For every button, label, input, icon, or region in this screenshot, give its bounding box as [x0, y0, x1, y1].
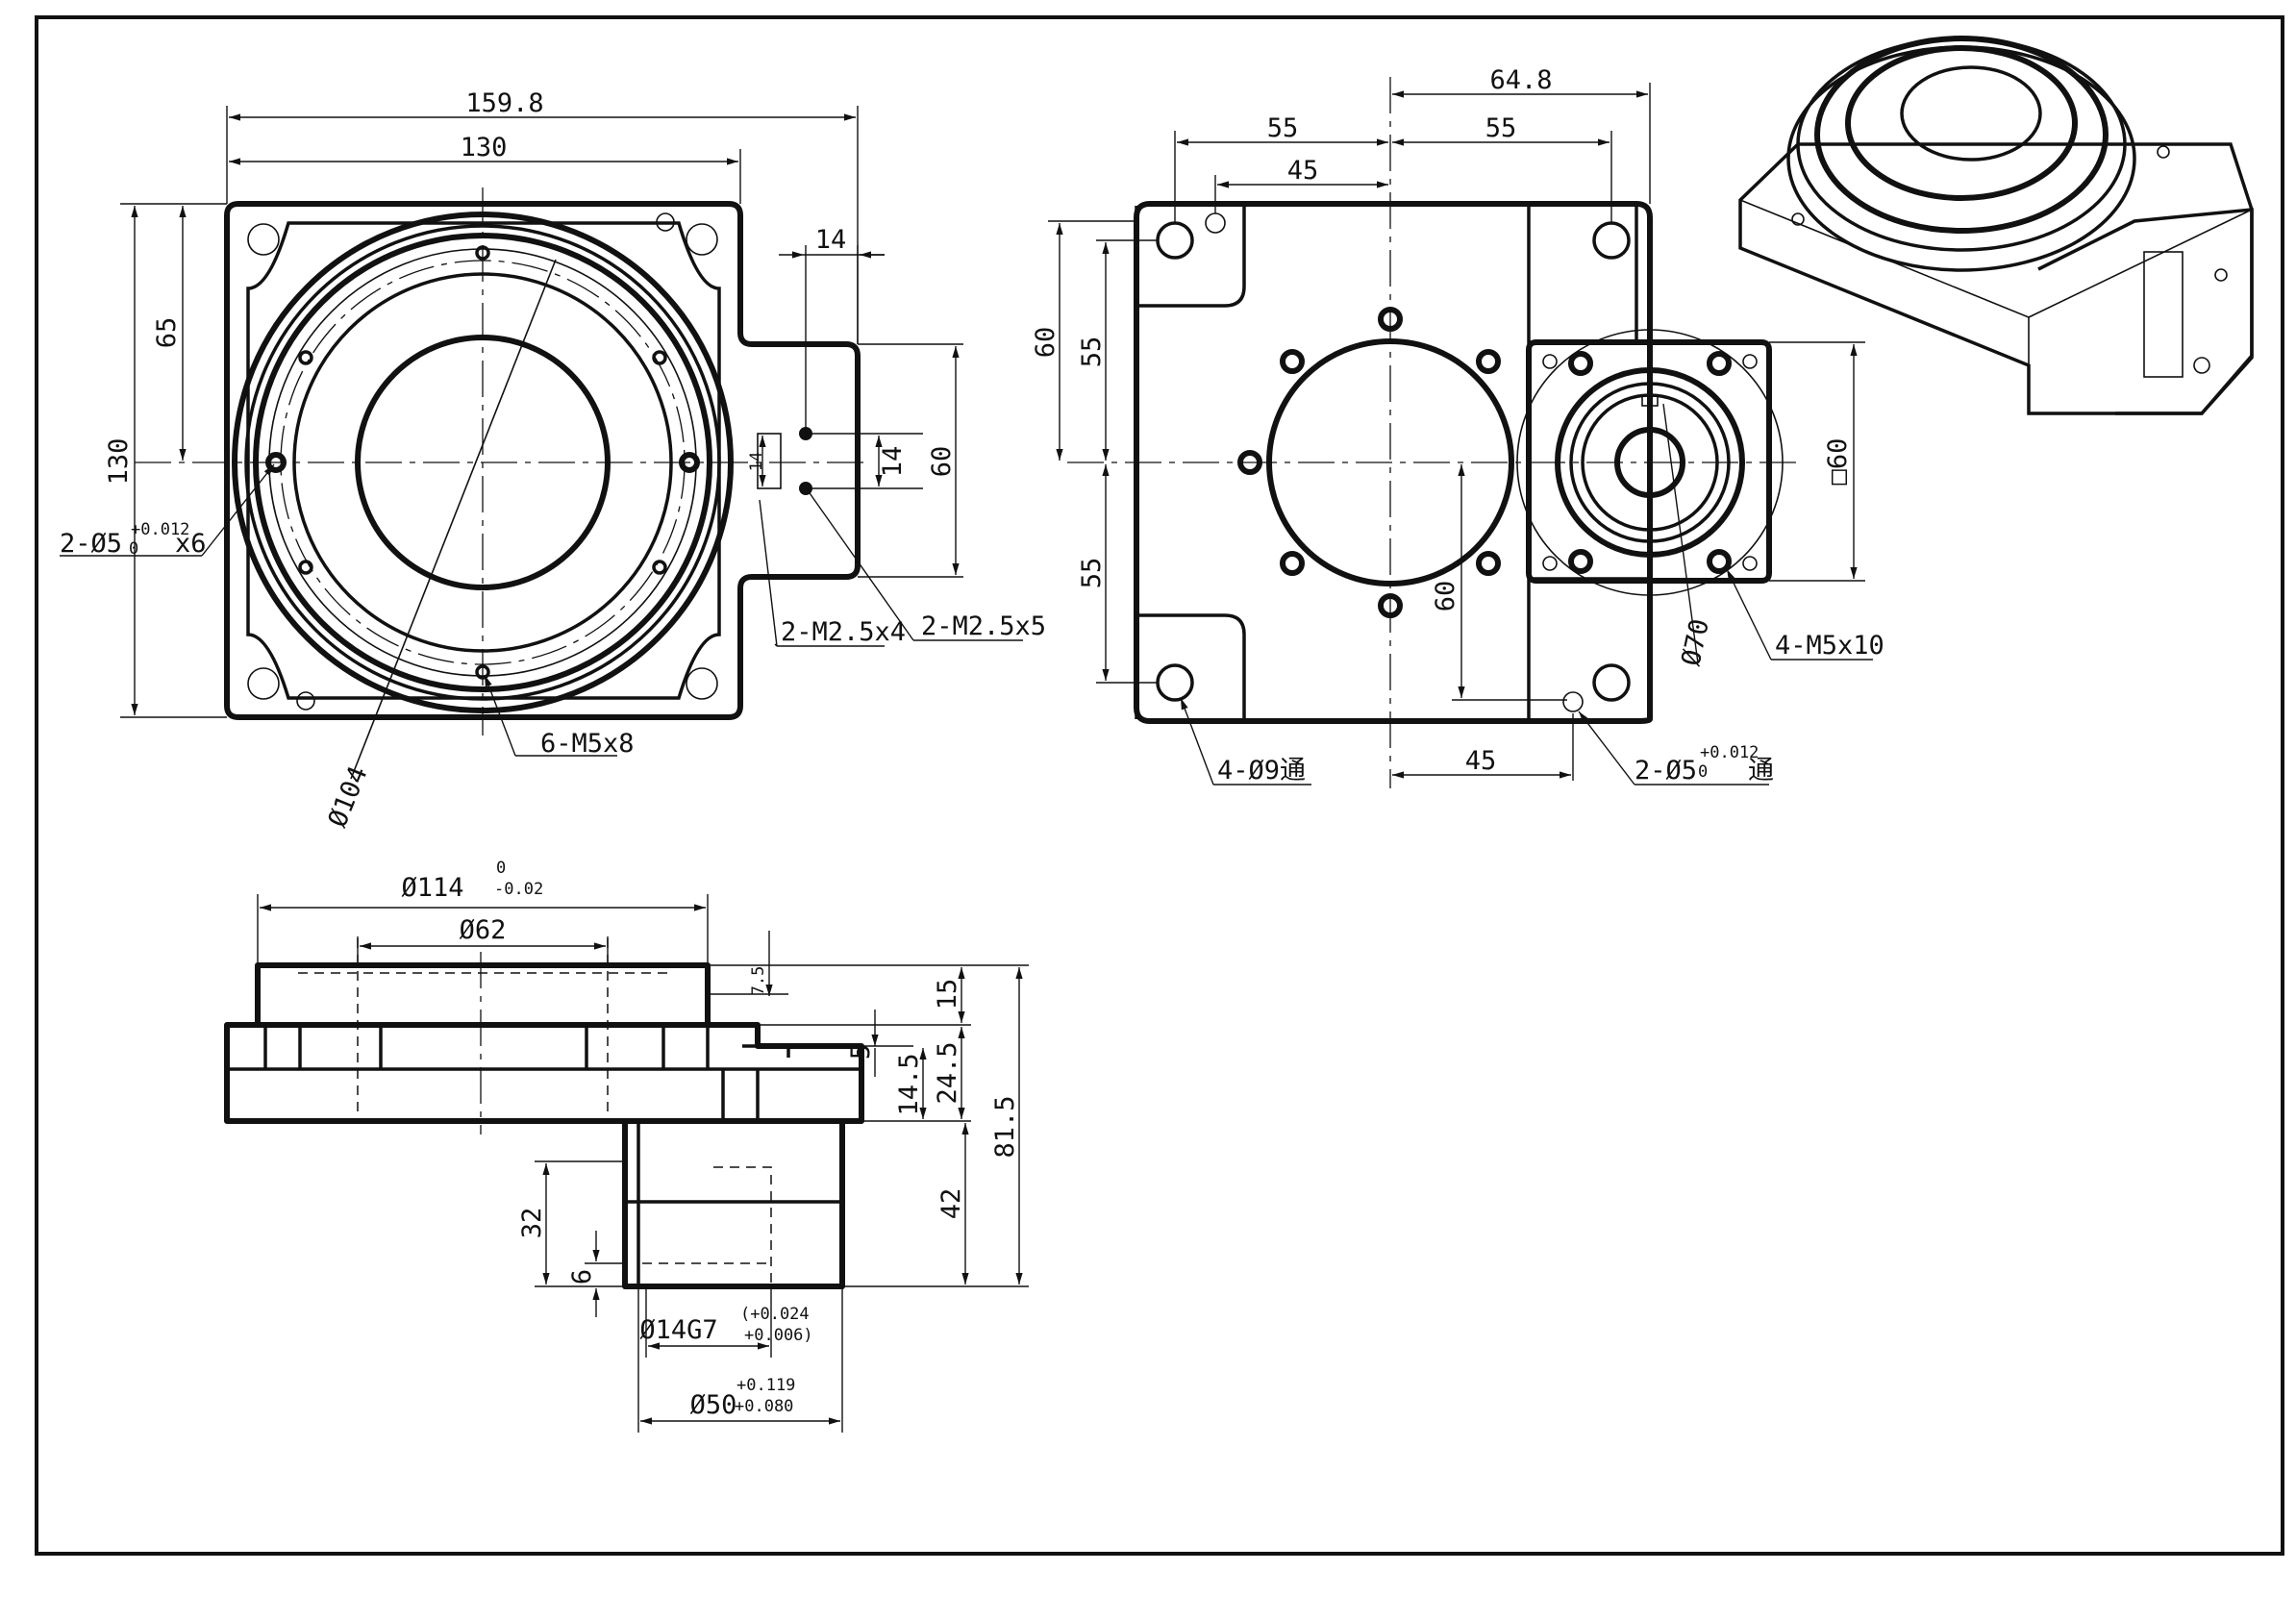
dim-159-8: 159.8 — [465, 88, 543, 118]
top-view — [135, 187, 865, 780]
dim-55-vertical-top: 55 — [1077, 337, 1107, 368]
dim-square60: □60 — [1823, 438, 1853, 486]
dia104: Ø104 — [323, 762, 374, 832]
dim-60-inner: 60 — [1431, 581, 1460, 612]
dia114: Ø114 — [401, 873, 463, 903]
dia50-tol-upper: +0.119 — [736, 1376, 795, 1395]
pin-mult: x6 — [175, 529, 207, 559]
dim-60-left: 60 — [1031, 327, 1061, 359]
pin-tol-lower-left: 0 — [129, 539, 138, 559]
dia114-tol-lower: -0.02 — [494, 880, 543, 899]
dim-6: 6 — [567, 1269, 597, 1284]
dia50: Ø50 — [690, 1390, 737, 1420]
isometric-view — [1738, 36, 2254, 415]
dim-24-5: 24.5 — [933, 1041, 962, 1104]
dim-45-top: 45 — [1287, 156, 1319, 186]
dim-15: 15 — [933, 979, 962, 1010]
m25x4-callout: 2-M2.5x4 — [781, 617, 906, 647]
bottom-view-dimensions: 64.8 55 55 45 60 55 55 60 Ø70 □60 4-M5x1… — [1031, 65, 1884, 786]
dim-phi70: Ø70 — [1676, 616, 1714, 668]
bore-tol-upper: (+0.024 — [740, 1305, 810, 1324]
bore-tol-lower: +0.006) — [744, 1326, 813, 1345]
dim-5: 5 — [846, 1044, 876, 1060]
pin-label-right: 2-Ø5 — [1635, 756, 1697, 786]
dim-42: 42 — [936, 1188, 966, 1220]
dia62: Ø62 — [460, 915, 507, 945]
sheet-border — [35, 15, 2284, 1556]
holes-9: 4-Ø9通 — [1217, 756, 1306, 786]
dim-7-5: 7.5 — [749, 966, 768, 996]
dim-55-top-right: 55 — [1485, 113, 1517, 143]
pin-tol-upper-left: +0.012 — [131, 520, 189, 539]
side-view-dimensions: Ø114 0 -0.02 Ø62 7.5 15 5 14.5 24.5 81.5… — [257, 859, 1029, 1433]
dim-14-top: 14 — [815, 225, 847, 255]
dia114-tol-upper: 0 — [496, 859, 506, 878]
m5x10-callout: 4-M5x10 — [1775, 631, 1884, 661]
pin-label-left: 2-Ø5 — [60, 529, 122, 559]
dim-32: 32 — [517, 1208, 547, 1239]
dim-14-inner: 14 — [747, 452, 766, 471]
dia50-tol-lower: +0.080 — [735, 1397, 793, 1416]
dim-14-outer: 14 — [878, 446, 908, 478]
dim-45-bottom: 45 — [1465, 746, 1497, 776]
bottom-view — [1067, 77, 1798, 788]
dim-60-tab: 60 — [927, 446, 957, 478]
pin-tol-upper-right: +0.012 — [1700, 743, 1759, 762]
m25x5-callout: 2-M2.5x5 — [921, 611, 1046, 641]
bore-g7: Ø14G7 — [639, 1315, 717, 1345]
m5x8-callout: 6-M5x8 — [540, 729, 635, 759]
dim-130-horizontal: 130 — [461, 133, 508, 162]
dim-130-vertical: 130 — [104, 438, 134, 486]
dim-55-vertical-bottom: 55 — [1077, 558, 1107, 589]
top-view-dimensions: 159.8 130 130 65 14 14 14 60 2-Ø5 +0.012… — [60, 88, 1046, 832]
dim-64-8: 64.8 — [1489, 65, 1552, 95]
dim-14-5: 14.5 — [894, 1053, 924, 1115]
dim-65: 65 — [152, 317, 182, 349]
pin-tol-lower-right: 0 — [1698, 762, 1708, 782]
pin-suffix: 通 — [1748, 756, 1774, 786]
dim-55-top-left: 55 — [1267, 113, 1299, 143]
dim-81-5: 81.5 — [990, 1095, 1020, 1158]
